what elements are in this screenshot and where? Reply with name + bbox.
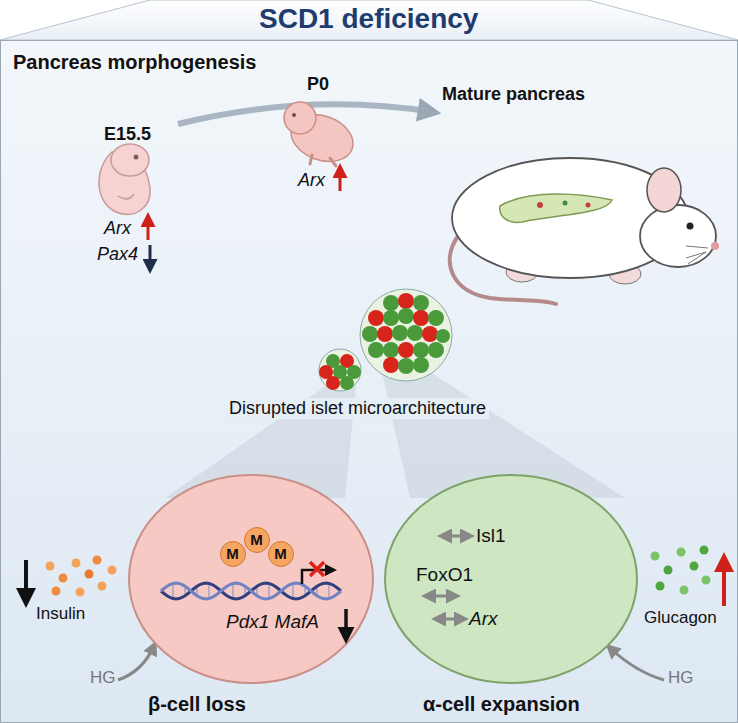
methyl-label: M — [226, 545, 239, 562]
hormone-label: Glucagon — [644, 608, 717, 628]
cell-heading: β-cell loss — [148, 693, 246, 716]
methyl-label: M — [274, 545, 287, 562]
gene-label: Pax4 — [97, 244, 138, 265]
gene-label: Arx — [104, 218, 131, 239]
gene-label: Isl1 — [476, 525, 506, 547]
gene-label: Arx — [469, 608, 498, 630]
beta-cell: Pdx1 MafAβ-cell lossMMM — [126, 471, 376, 721]
stage-label: E15.5 — [104, 124, 151, 145]
gene-label: Arx — [298, 170, 325, 191]
stage-label: P0 — [307, 74, 329, 95]
cell-outline — [381, 471, 641, 721]
stimulus-label: HG — [90, 668, 116, 688]
islet-caption: Disrupted islet microarchitecture — [226, 398, 489, 419]
methyl-label: M — [250, 531, 263, 548]
methyl-group: M — [244, 527, 270, 553]
alpha-cell: Isl1FoxO1Arx α-cell expansion — [381, 471, 641, 721]
cell-outline — [126, 471, 376, 721]
cell-heading: α-cell expansion — [423, 693, 580, 716]
panel-heading: Pancreas morphogenesis — [13, 51, 256, 74]
stage-label: Mature pancreas — [442, 84, 585, 105]
methyl-group: M — [268, 541, 294, 567]
gene-label: Pdx1 MafA — [226, 611, 319, 633]
hormone-label: Insulin — [36, 604, 85, 624]
gene-label: FoxO1 — [416, 564, 473, 586]
stimulus-label: HG — [668, 668, 694, 688]
title: SCD1 deficiency — [259, 3, 478, 35]
methyl-group: M — [220, 541, 246, 567]
